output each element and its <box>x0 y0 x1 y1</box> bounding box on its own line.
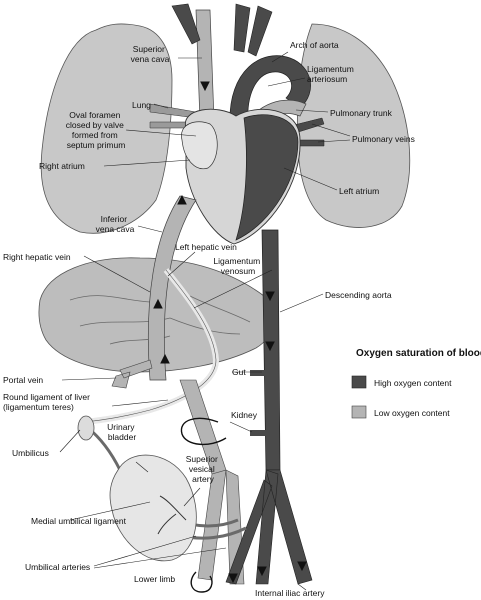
label-umbilical-arteries: Umbilical arteries <box>25 562 90 572</box>
label-gut: Gut <box>232 367 246 377</box>
label-inferior-vena-cava: Inferior vena cava <box>96 214 135 234</box>
label-medial-umbilical-ligament: Medial umbilical ligament <box>31 516 127 526</box>
label-kidney: Kidney <box>231 410 258 420</box>
legend-label-low: Low oxygen content <box>374 408 450 418</box>
portal-vein-vessel <box>111 359 153 389</box>
superior-vena-cava-vessel <box>195 9 215 123</box>
label-superior-vena-cava: Superior vena cava <box>131 44 170 64</box>
label-oval-foramen: Oval foramen closed by valve formed from… <box>66 110 127 150</box>
legend-label-high: High oxygen content <box>374 378 452 388</box>
gut-branch <box>250 370 266 376</box>
label-umbilicus: Umbilicus <box>12 448 49 458</box>
legend-title: Oxygen saturation of blood <box>356 348 481 359</box>
inferior-vena-cava-vessel <box>147 195 197 381</box>
flow-arrows <box>153 81 307 584</box>
bladder-vessels <box>157 495 187 535</box>
label-descending-aorta: Descending aorta <box>325 290 392 300</box>
label-pulmonary-veins: Pulmonary veins <box>352 134 415 144</box>
labels: Superior vena cava Arch of aorta Ligamen… <box>3 40 415 598</box>
right-atrium-chamber <box>181 121 218 170</box>
umbilicus-ring <box>77 415 95 441</box>
iliac-arteries <box>225 469 313 585</box>
urinary-bladder-organ <box>109 454 197 562</box>
kidney-loop-arrow <box>180 417 227 445</box>
kidney-branch <box>250 430 266 436</box>
label-round-ligament: Round ligament of liver (ligamentum tere… <box>3 392 92 412</box>
label-lung: Lung <box>132 100 151 110</box>
label-lower-limb: Lower limb <box>134 574 175 584</box>
anatomy-drawing <box>38 3 411 593</box>
label-ligamentum-venosum: Ligamentum venosum <box>213 256 262 276</box>
label-arch-of-aorta: Arch of aorta <box>290 40 339 50</box>
legend-swatch-low <box>351 405 367 419</box>
label-urinary-bladder: Urinary bladder <box>107 422 137 442</box>
legend-swatch-high <box>351 375 367 389</box>
label-pulmonary-trunk: Pulmonary trunk <box>330 108 393 118</box>
label-left-atrium: Left atrium <box>339 186 379 196</box>
umbilical-vein-outline <box>85 269 217 423</box>
leader-lines <box>59 51 351 591</box>
label-ligamentum-arteriosum: Ligamentum arteriosum <box>307 64 356 84</box>
label-right-atrium: Right atrium <box>39 161 85 171</box>
label-right-hepatic-vein: Right hepatic vein <box>3 252 71 262</box>
label-internal-iliac-artery: Internal iliac artery <box>255 588 325 598</box>
right-lung <box>40 23 173 234</box>
heart-left-side <box>235 114 299 241</box>
lower-limb-loop-arrow <box>190 571 213 593</box>
label-superior-vesical-artery: Superior vesical artery <box>186 454 221 484</box>
liver-vessels <box>69 295 251 345</box>
label-portal-vein: Portal vein <box>3 375 43 385</box>
neck-vessels <box>171 3 273 57</box>
legend: Oxygen saturation of blood High oxygen c… <box>351 348 481 419</box>
label-left-hepatic-vein: Left hepatic vein <box>175 242 237 252</box>
